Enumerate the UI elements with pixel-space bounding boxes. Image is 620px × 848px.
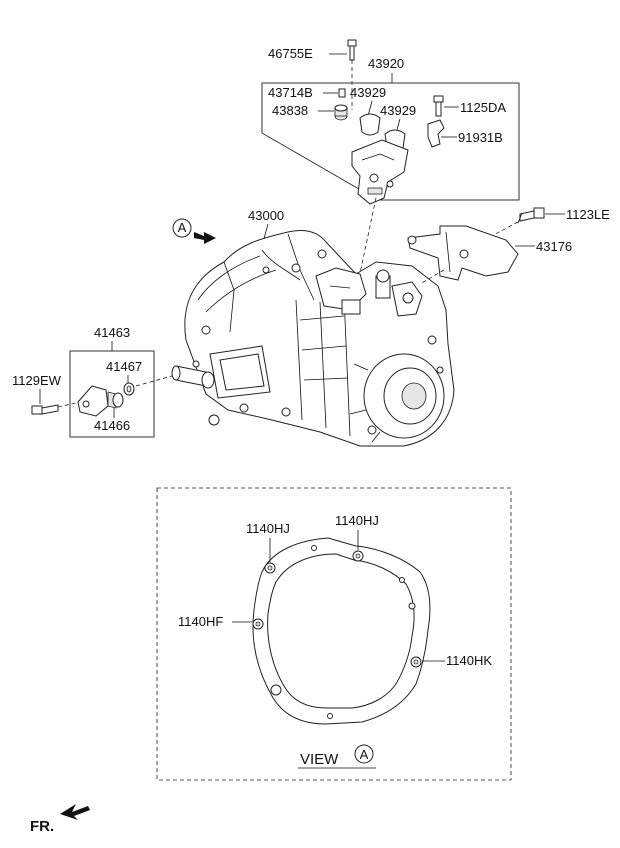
housing-gasket	[252, 537, 431, 725]
label-41466: 41466	[94, 418, 130, 433]
label-1123LE: 1123LE	[566, 207, 610, 222]
label-1125DA: 1125DA	[460, 100, 506, 115]
washer-41467	[123, 382, 135, 396]
label-1140HJ-left: 1140HJ	[246, 521, 290, 536]
label-41467: 41467	[106, 359, 142, 374]
view-a-box	[156, 487, 512, 781]
pin-43714B	[338, 88, 346, 98]
clip-43929-a	[359, 113, 381, 136]
label-43714B: 43714B	[268, 85, 313, 100]
bracket-91931B	[427, 119, 445, 148]
label-91931B: 91931B	[458, 130, 503, 145]
view-a-caption: VIEW A	[298, 744, 376, 769]
shift-lever-box	[261, 82, 520, 201]
shift-lever-group: 46755E 43920 43714B 43929 43838 43929	[261, 39, 520, 293]
front-indicator: FR.	[30, 804, 90, 835]
sensor-body-41466	[77, 385, 124, 417]
label-1140HK: 1140HK	[446, 653, 492, 668]
bracket-43176: 1123LE 43176	[407, 207, 610, 285]
view-arrow-a: A	[172, 218, 216, 244]
label-43176: 43176	[536, 239, 572, 254]
label-41463: 41463	[94, 325, 130, 340]
bolt-1123LE	[517, 207, 545, 224]
bolt-1125DA	[433, 95, 444, 117]
shift-lever-assy-43920	[351, 139, 409, 205]
bolt-1129EW	[31, 404, 59, 415]
bolt-46755E	[347, 39, 357, 61]
view-caption-marker: A	[360, 747, 369, 762]
label-1140HJ-right: 1140HJ	[335, 513, 379, 528]
label-43000: 43000	[248, 208, 284, 223]
label-43920: 43920	[368, 56, 404, 71]
front-arrow-icon	[60, 804, 90, 820]
label-43838: 43838	[272, 103, 308, 118]
sensor-group-41463: 41463 41467 1129EW 41466	[12, 325, 155, 438]
transmission-43000: 43000	[135, 208, 455, 447]
view-caption-text: VIEW	[300, 751, 339, 768]
sensor-box	[69, 350, 155, 438]
label-1129EW: 1129EW	[12, 373, 62, 388]
label-43929-a: 43929	[350, 85, 386, 100]
bushing-43838	[334, 104, 348, 121]
front-label: FR.	[30, 818, 54, 835]
view-a-panel: 1140HJ 1140HJ 1140HF 1140HK VIEW A	[156, 487, 512, 781]
label-43929-b: 43929	[380, 103, 416, 118]
arrow-marker-letter: A	[178, 220, 187, 235]
label-1140HF: 1140HF	[178, 614, 223, 629]
label-46755E: 46755E	[268, 46, 313, 61]
